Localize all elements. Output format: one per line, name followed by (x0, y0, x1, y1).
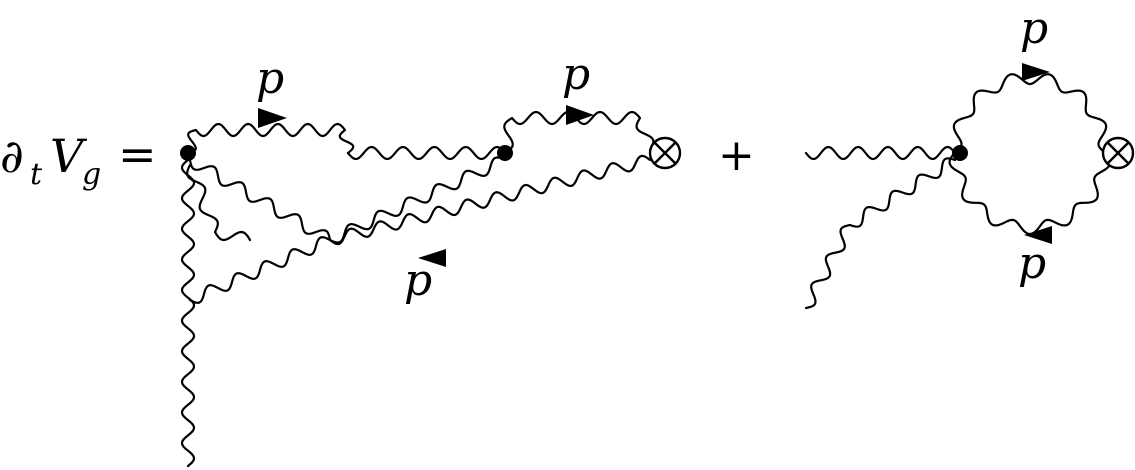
propagator-lines (180, 73, 1112, 468)
momentum-label-bottom: p (404, 255, 432, 306)
propagator-bottom-return (186, 163, 252, 242)
vertex-middle (497, 145, 513, 161)
vertex-right (952, 145, 968, 161)
plus-sign: + (718, 130, 755, 181)
lhs-symbol: V (50, 129, 88, 183)
propagator-long-diagonal (188, 154, 652, 246)
propagator-top-middle (346, 145, 507, 161)
equals-sign: = (118, 127, 157, 181)
momentum-arrow-loop-bottom (1024, 226, 1052, 244)
loop-propagator (948, 73, 1112, 236)
lhs-partial: ∂ (0, 129, 24, 183)
momentum-arrow-loop-top (1022, 63, 1050, 81)
momentum-label-loop-top: p (1020, 3, 1048, 54)
external-leg-vertical (180, 158, 196, 468)
external-leg-right-diagonal (804, 157, 957, 310)
lhs-symbol-subscript: g (82, 157, 101, 192)
propagator-top-left (186, 122, 355, 155)
momentum-label-loop-bottom: p (1018, 238, 1046, 289)
regulator-insertion-right (1101, 136, 1135, 170)
momentum-label-top-left: p (256, 53, 284, 104)
external-leg-right-horizontal (804, 145, 957, 161)
momentum-arrow-bottom (418, 249, 446, 267)
vertex-left (180, 145, 196, 161)
momentum-label-top-right: p (562, 49, 590, 100)
momentum-arrow-top-right (566, 105, 594, 125)
momentum-arrow-top-left (258, 108, 287, 128)
regulator-insertion-left (648, 136, 682, 170)
lhs-partial-subscript: t (30, 157, 43, 192)
propagator-crossing-diagonal (188, 156, 507, 304)
